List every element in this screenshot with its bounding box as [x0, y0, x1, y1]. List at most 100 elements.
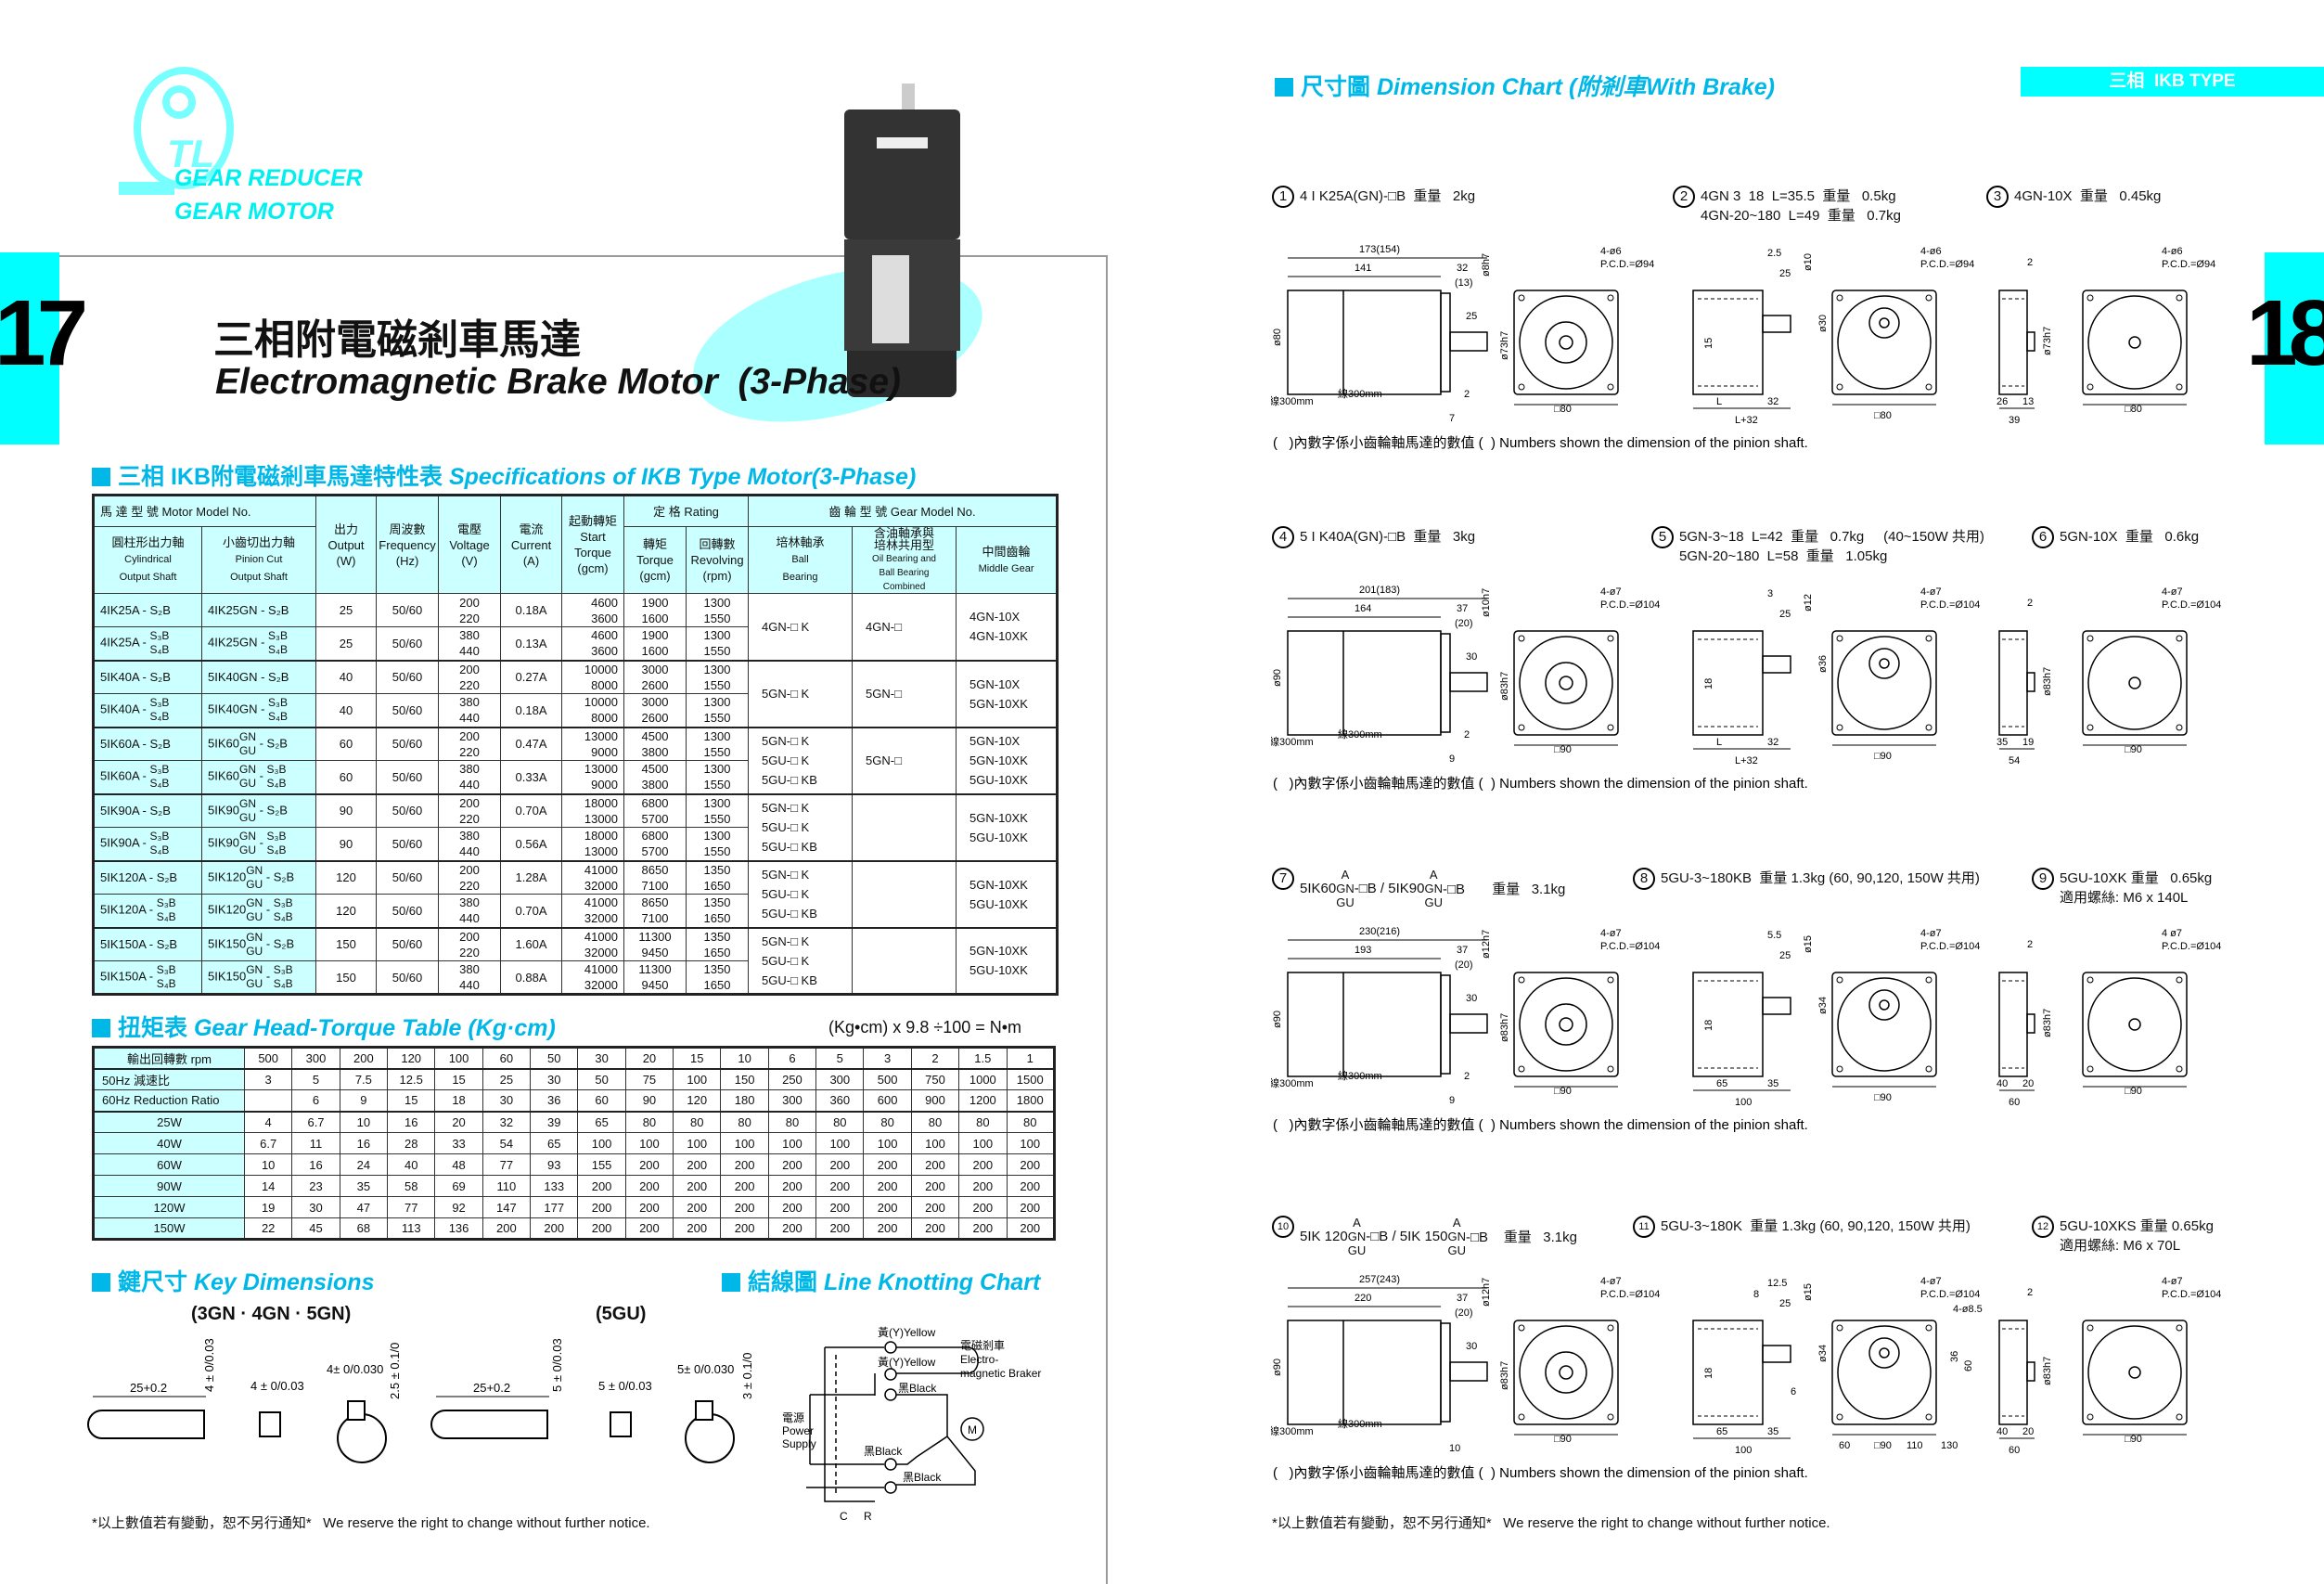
key-a-keyway-width: 4± 0/0.030 [327, 1362, 383, 1376]
dim-flange-paren: (20) [1455, 959, 1473, 971]
dim-gf-square: □90 [1874, 751, 1892, 762]
footer-note-left: *以上數值若有變動，恕不另行通知* We reserve the right t… [92, 1515, 650, 1531]
mounting-hole-icon [1607, 976, 1614, 984]
page-title-en: Electromagnetic Brake Motor (3-Phase) [215, 362, 902, 402]
frequency: 50/60 [376, 727, 440, 761]
mounting-hole-icon [1925, 724, 1932, 731]
dim-m-gap: 2 [2027, 1287, 2033, 1298]
gearbox-front-face [1831, 630, 1937, 736]
dim-holes: 4-ø7 [1600, 928, 1622, 939]
dim-gb-bot1: L [1716, 396, 1722, 407]
dim-flange: 32 [1457, 263, 1468, 274]
mounting-hole-icon [1836, 724, 1843, 731]
frequency: 50/60 [376, 693, 440, 728]
item-number-badge: 9 [2032, 868, 2054, 890]
mounting-hole-icon [1518, 635, 1525, 642]
brake-label-en2: magnetic Braker [960, 1367, 1041, 1380]
dim-gb-d1: ø10 [1803, 253, 1814, 271]
middle-gear-side [1998, 290, 2028, 395]
divider-vertical [1106, 255, 1108, 1584]
output-w: 120 [315, 894, 378, 928]
dim-square: □90 [1554, 1434, 1572, 1445]
page-tab-right: 18 [2246, 252, 2324, 444]
dim-flange-paren: (13) [1455, 277, 1473, 289]
torque-heading: 扭矩表 Gear Head-Torque Table (Kg·cm) [92, 1010, 556, 1043]
gearbox-front-face [1831, 290, 1937, 395]
dim-gf-holes: 4-ø7 [1920, 586, 1942, 598]
output-w: 40 [315, 693, 378, 728]
current: 0.13A [500, 626, 563, 661]
dim-shaft-diam: ø12h7 [1481, 930, 1492, 959]
pinion-note: ( )內數字係小齒輪軸馬達的數值 ( ) Numbers shown the d… [1273, 435, 1808, 451]
dim-gb-h: 18 [1703, 1368, 1714, 1379]
dim-holes: 4-ø7 [1600, 1276, 1622, 1287]
heading-square-icon [1275, 78, 1293, 97]
key-b-height: 5 ± 0/0.03 [550, 1338, 564, 1392]
mounting-hole-icon [1925, 383, 1932, 391]
motor-shaft [1449, 331, 1488, 352]
mounting-hole-icon [1836, 294, 1843, 302]
dim-pilot: ø83h7 [1499, 672, 1510, 701]
mounting-hole-icon [2176, 724, 2183, 731]
dim-flange: 37 [1457, 945, 1468, 956]
mounting-hole-icon [2176, 976, 2183, 984]
dim-total: 230(216) [1359, 926, 1400, 937]
mounting-hole-icon [1836, 976, 1843, 984]
dim-mf-holes: 4-ø7 [2162, 586, 2183, 598]
frequency: 50/60 [376, 960, 440, 995]
dim-mf-holes: 4 ø7 [2162, 928, 2182, 939]
dim-bottom: 9 [1449, 753, 1455, 765]
output-w: 60 [315, 727, 378, 761]
motor-symbol-label: M [968, 1423, 977, 1436]
pinion-note: ( )內數字係小齒輪軸馬達的數值 ( ) Numbers shown the d… [1273, 1465, 1808, 1481]
gearbox-side [1692, 1320, 1764, 1425]
dim-gf-v1: 36 [1949, 1351, 1960, 1362]
dim-flange: 37 [1457, 1293, 1468, 1304]
dim-gb-top1: 5.5 [1767, 930, 1781, 941]
item-number-badge: 8 [1633, 868, 1655, 890]
middle-gear-side [1998, 972, 2028, 1077]
shaft-section-b [685, 1413, 735, 1463]
brake-label-cn: 電磁剎車 [960, 1338, 1005, 1352]
dim-gb-top1: 12.5 [1767, 1278, 1787, 1289]
dim-gb-top1: 2.5 [1767, 248, 1781, 259]
motor-body-side [1287, 1320, 1442, 1425]
mounting-hole-icon [1925, 1065, 1932, 1073]
key-shape-a [87, 1410, 205, 1439]
dim-m-b2: 19 [2022, 737, 2034, 748]
brake-label-en1: Electro- [960, 1353, 998, 1366]
current: 0.56A [500, 827, 563, 861]
mounting-hole-icon [1925, 976, 1932, 984]
mounting-hole-icon [1518, 383, 1525, 391]
wire-black-2: 黑Black [864, 1445, 903, 1458]
frequency: 50/60 [376, 626, 440, 661]
dim-gb-d2: ø34 [1817, 997, 1829, 1014]
item-number-badge: 11 [1633, 1216, 1655, 1238]
mounting-hole-icon [2176, 1065, 2183, 1073]
power-supply-en2: Supply [782, 1437, 816, 1450]
dim-m-b3: 60 [2009, 1097, 2020, 1108]
